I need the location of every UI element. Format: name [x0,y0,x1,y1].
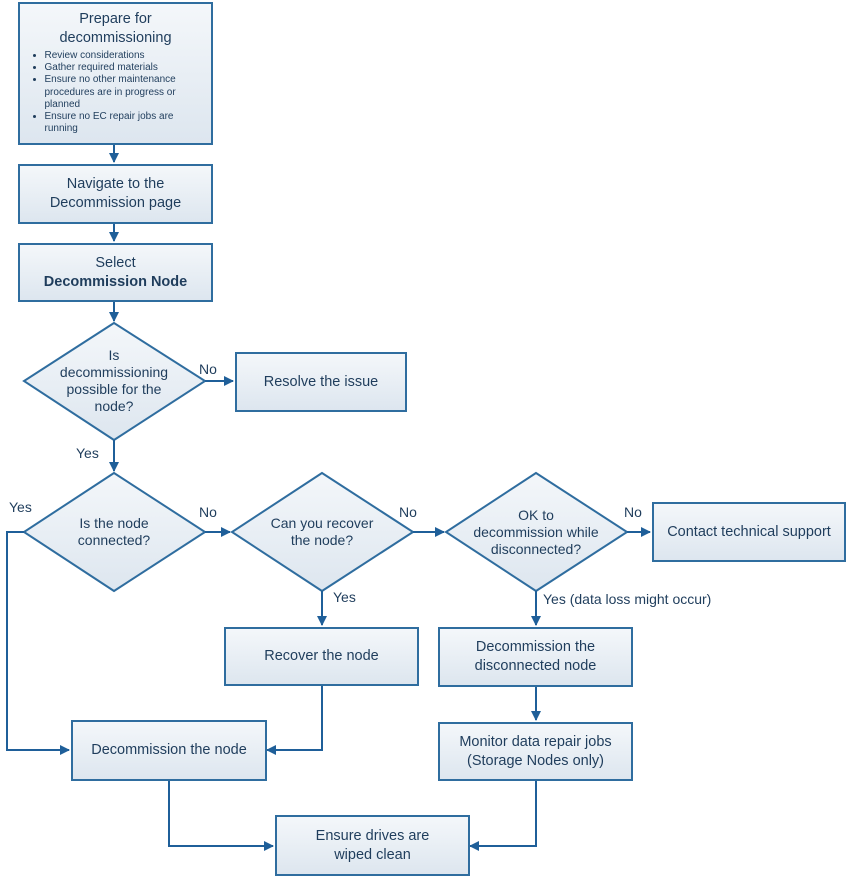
decision-possible-text: Is decommissioning possible for the node… [44,343,184,419]
step-prepare-title-line1: Prepare for [79,11,152,27]
step-monitor-line1: Monitor data repair jobs [459,733,612,750]
step-ensure-line1: Ensure drives are [315,827,430,844]
decision-recover-line2: the node? [290,532,354,548]
decision-possible-line4: node? [94,398,134,414]
arrow-monitor-to-ensure [469,781,537,851]
label-recover-yes: Yes [333,589,356,605]
label-ok-no: No [624,504,642,520]
step-decommission-node: Decommission the node [71,720,267,781]
decision-possible-line3: possible for the [66,381,162,397]
bullet-item: Ensure no EC repair jobs are running [45,111,209,135]
step-select: Select Decommission Node [18,243,213,302]
label-possible-no: No [199,361,217,377]
arrow-recover-to-decommission [266,686,323,755]
label-recover-no: No [399,504,417,520]
step-prepare-bullets: Review considerations Gather required ma… [23,50,209,135]
decision-connected-text: Is the node connected? [44,512,184,552]
step-prepare-title-line2: decommissioning [59,30,172,46]
decision-ok-line2: decommission while [473,523,599,540]
bullet-item: Gather required materials [45,62,209,74]
arrow-decommission-to-ensure [168,781,274,851]
step-decommission-disconnected-line1: Decommission the [475,639,596,655]
decision-recover-line1: Can you recover [270,515,374,531]
step-decommission-disconnected-line2: disconnected node [474,658,597,674]
step-ensure: Ensure drives are wiped clean [275,815,470,876]
step-select-line2: Decommission Node [43,273,188,290]
decision-ok-line1: OK to [518,506,554,523]
decision-possible-line2: decommissioning [59,364,169,380]
bullet-item: Ensure no other maintenance procedures a… [45,74,209,111]
decision-possible-line1: Is [108,347,120,363]
step-contact: Contact technical support [652,502,846,562]
step-monitor-line2: (Storage Nodes only) [466,752,604,769]
step-navigate: Navigate to the Decommission page [18,164,213,224]
decision-ok-line3: disconnected? [490,540,582,557]
step-ensure-line2: wiped clean [334,846,411,863]
decision-connected-shape [22,471,207,593]
decision-connected-line1: Is the node [79,515,149,531]
step-monitor: Monitor data repair jobs (Storage Nodes … [438,722,633,781]
label-ok-yes: Yes (data loss might occur) [543,591,712,607]
step-navigate-line1: Navigate to the [66,176,165,192]
step-prepare: Prepare for decommissioning Review consi… [18,2,213,145]
label-connected-yes: Yes [9,499,32,515]
step-navigate-line2: Decommission page [49,195,182,211]
label-connected-no: No [199,504,217,520]
step-contact-text: Contact technical support [667,523,831,540]
step-decommission-disconnected: Decommission the disconnected node [438,627,633,687]
label-possible-yes: Yes [76,445,99,461]
step-select-line1: Select [95,254,136,271]
arrow-connected-yes [6,531,70,755]
decision-connected-line2: connected? [77,532,151,548]
bullet-item: Review considerations [45,50,209,62]
step-decommission-node-text: Decommission the node [91,742,247,758]
decision-recover-text: Can you recover the node? [252,512,392,552]
step-resolve-text: Resolve the issue [263,373,379,390]
decision-ok-text: OK to decommission while disconnected? [461,504,611,560]
step-resolve: Resolve the issue [235,352,407,412]
step-recover: Recover the node [224,627,419,686]
step-recover-text: Recover the node [264,648,379,664]
